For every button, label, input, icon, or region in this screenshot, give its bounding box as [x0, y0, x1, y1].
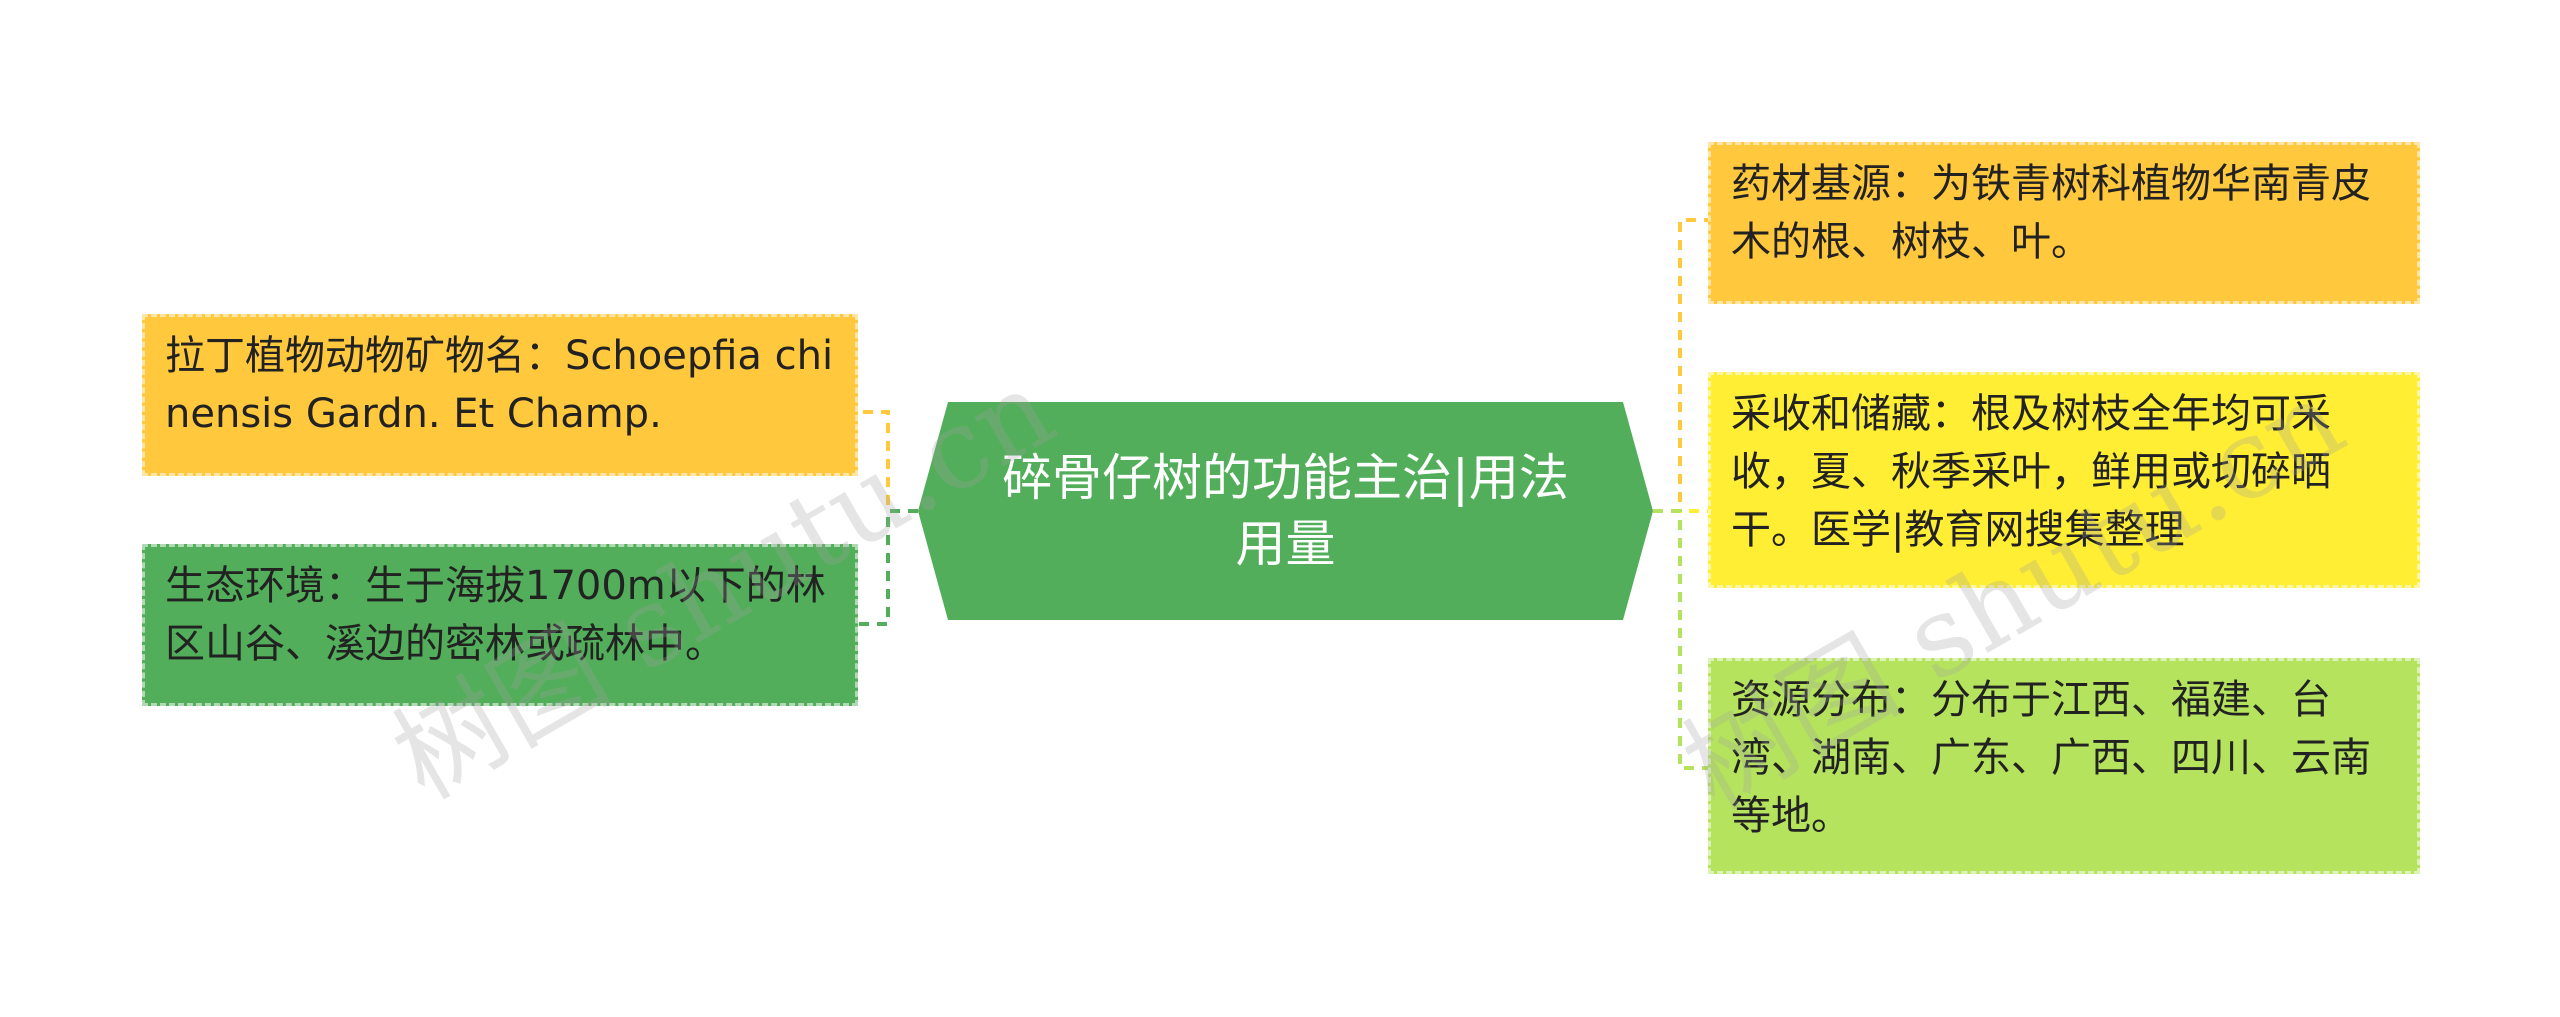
left-node-habitat-text: 生态环境：生于海拔1700m以下的林区山谷、溪边的密林或疏林中。: [165, 563, 826, 667]
connector-left-2: [858, 509, 918, 626]
left-node-habitat[interactable]: 生态环境：生于海拔1700m以下的林区山谷、溪边的密林或疏林中。: [142, 544, 858, 706]
connector-right-3: [1653, 509, 1708, 770]
left-node-latin-name-text: 拉丁植物动物矿物名：Schoepfia chinensis Gardn. Et …: [165, 333, 834, 437]
right-node-harvest[interactable]: 采收和储藏：根及树枝全年均可采收，夏、秋季采叶，鲜用或切碎晒干。医学|教育网搜集…: [1708, 372, 2420, 588]
central-topic-shape: [918, 402, 1653, 620]
connector-right-1: [1653, 218, 1708, 513]
right-node-source[interactable]: 药材基源：为铁青树科植物华南青皮木的根、树枝、叶。: [1708, 142, 2420, 304]
right-node-harvest-text: 采收和储藏：根及树枝全年均可采收，夏、秋季采叶，鲜用或切碎晒干。医学|教育网搜集…: [1731, 391, 2331, 553]
central-topic-title: 碎骨仔树的功能主治|用法用量: [1002, 449, 1569, 573]
right-node-distribution-text: 资源分布：分布于江西、福建、台湾、湖南、广东、广西、四川、云南等地。: [1731, 677, 2371, 839]
right-node-distribution[interactable]: 资源分布：分布于江西、福建、台湾、湖南、广东、广西、四川、云南等地。: [1708, 658, 2420, 874]
connector-left-1: [858, 410, 918, 513]
right-node-source-text: 药材基源：为铁青树科植物华南青皮木的根、树枝、叶。: [1731, 161, 2371, 265]
left-node-latin-name[interactable]: 拉丁植物动物矿物名：Schoepfia chinensis Gardn. Et …: [142, 314, 858, 476]
central-topic[interactable]: 碎骨仔树的功能主治|用法用量: [918, 402, 1653, 620]
